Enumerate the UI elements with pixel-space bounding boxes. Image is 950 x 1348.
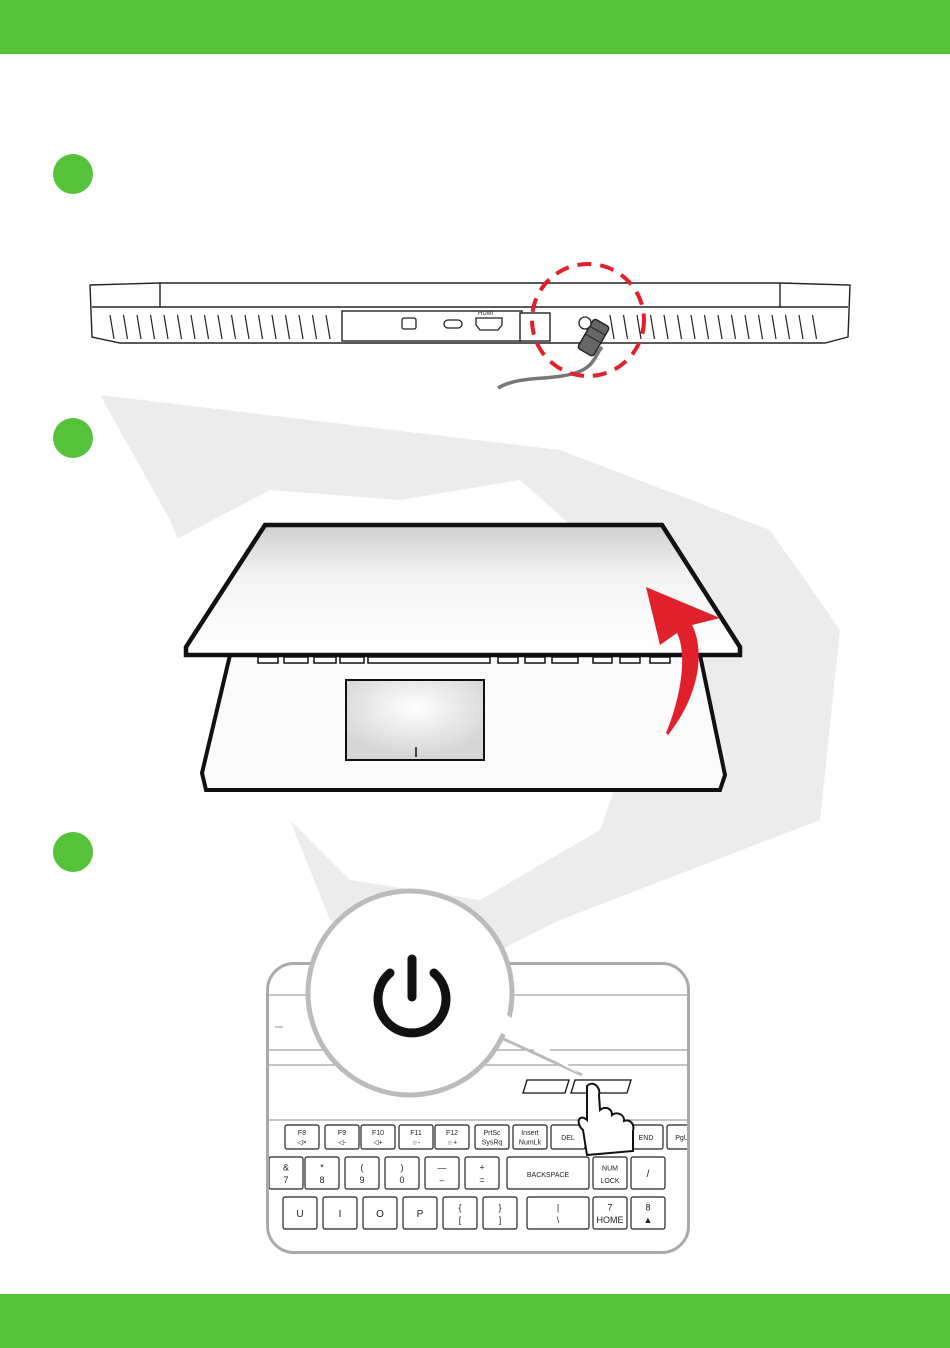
svg-text:]: ] xyxy=(499,1215,502,1225)
svg-text:F9: F9 xyxy=(338,1130,346,1137)
svg-text:DEL: DEL xyxy=(561,1135,575,1142)
svg-text:▲: ▲ xyxy=(644,1215,653,1225)
svg-text:U: U xyxy=(296,1209,303,1220)
svg-text:&: & xyxy=(283,1162,289,1172)
svg-text:NumLk: NumLk xyxy=(519,1140,542,1147)
svg-text:{: { xyxy=(458,1202,461,1212)
svg-text:—: — xyxy=(438,1162,447,1172)
svg-text:+: + xyxy=(479,1162,484,1172)
svg-text:◁+: ◁+ xyxy=(373,1140,382,1147)
svg-text:8: 8 xyxy=(319,1175,324,1185)
svg-text:Insert: Insert xyxy=(521,1130,539,1137)
step-1-marker xyxy=(53,154,93,194)
laptop-open-illustration xyxy=(180,515,755,805)
hdmi-port-label: HDMI xyxy=(478,311,494,317)
svg-text:LOCK: LOCK xyxy=(600,1178,619,1185)
svg-text:*: * xyxy=(320,1162,324,1172)
svg-text:PgUp: PgUp xyxy=(675,1135,687,1142)
svg-text:F12: F12 xyxy=(446,1130,458,1137)
svg-text:☼+: ☼+ xyxy=(447,1140,458,1147)
svg-text:0: 0 xyxy=(399,1175,404,1185)
step-3-marker xyxy=(53,832,93,872)
svg-text:SysRq: SysRq xyxy=(482,1140,503,1147)
svg-text:◁×: ◁× xyxy=(297,1140,306,1147)
svg-text:F8: F8 xyxy=(298,1130,306,1137)
svg-text:}: } xyxy=(498,1202,501,1212)
svg-text:P: P xyxy=(417,1209,424,1220)
svg-text:◁-: ◁- xyxy=(338,1140,346,1147)
svg-text:BACKSPACE: BACKSPACE xyxy=(527,1172,570,1179)
svg-text:F10: F10 xyxy=(372,1130,384,1137)
svg-text:=: = xyxy=(479,1175,484,1185)
bottom-green-band xyxy=(0,1294,950,1348)
svg-text:I: I xyxy=(339,1209,342,1220)
svg-text:O: O xyxy=(376,1209,384,1220)
laptop-rear-illustration: HDMI xyxy=(80,255,870,405)
power-button-magnifier xyxy=(300,885,600,1110)
svg-text:F11: F11 xyxy=(410,1130,422,1137)
svg-text:/: / xyxy=(647,1169,650,1180)
svg-text:): ) xyxy=(401,1162,404,1172)
step-2-marker xyxy=(53,418,93,458)
svg-text:|: | xyxy=(557,1202,559,1212)
svg-text:PrtSc: PrtSc xyxy=(483,1130,501,1137)
svg-text:NUM: NUM xyxy=(602,1165,618,1172)
svg-text:☼-: ☼- xyxy=(412,1140,421,1147)
svg-text:HOME: HOME xyxy=(597,1215,624,1225)
svg-text:8: 8 xyxy=(645,1202,650,1212)
svg-text:(: ( xyxy=(361,1162,364,1172)
svg-text:7: 7 xyxy=(607,1202,612,1212)
svg-text:END: END xyxy=(639,1135,654,1142)
svg-text:7: 7 xyxy=(283,1175,288,1185)
svg-text:9: 9 xyxy=(359,1175,364,1185)
svg-text:–: – xyxy=(439,1175,444,1185)
